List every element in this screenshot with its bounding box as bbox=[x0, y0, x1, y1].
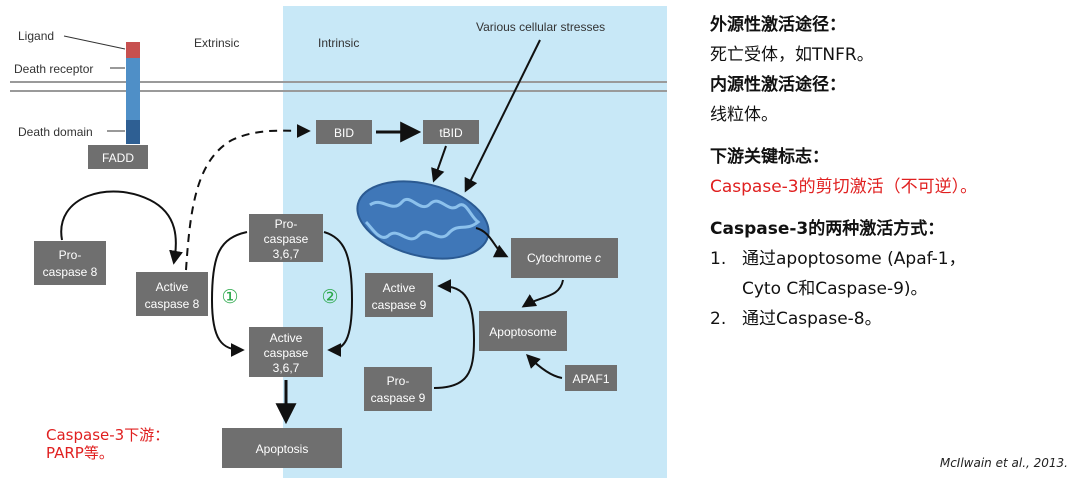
method-2-number: 2. bbox=[710, 309, 727, 329]
active-caspase8-line1: Active bbox=[156, 280, 189, 294]
arrow-cytc-to-apoptosome bbox=[521, 279, 564, 308]
downstream-note-line1: Caspase-3下游： bbox=[46, 426, 170, 444]
ligand-shape bbox=[126, 42, 140, 58]
arrow-pathway1 bbox=[210, 231, 248, 357]
ligand-label: Ligand bbox=[18, 29, 54, 43]
active-caspase9-line1: Active bbox=[383, 281, 416, 295]
downstream-note-line2: PARP等。 bbox=[46, 444, 114, 462]
intrinsic-title: 内源性激活途径： bbox=[710, 75, 846, 95]
extrinsic-text: 死亡受体，如TNFR。 bbox=[710, 45, 874, 65]
cytochrome-c-box: Cytochrome c bbox=[511, 238, 618, 278]
arrows bbox=[60, 39, 564, 425]
active-caspase367-box: Active caspase 3,6,7 bbox=[249, 327, 323, 377]
method-item-2: 2. 通过Caspase-8。 bbox=[710, 304, 1075, 334]
active-caspase9-line2: caspase 9 bbox=[372, 298, 427, 312]
procaspase9-line2: caspase 9 bbox=[371, 391, 426, 405]
fadd-label: FADD bbox=[102, 151, 134, 165]
procaspase367-line1: Pro- bbox=[275, 217, 298, 231]
active-caspase8-line2: caspase 8 bbox=[145, 297, 200, 311]
method-1-number: 1. bbox=[710, 249, 727, 269]
apoptosome-label: Apoptosome bbox=[489, 325, 557, 339]
marker-title: 下游关键标志： bbox=[710, 147, 829, 167]
arrow-pathway2 bbox=[323, 231, 354, 357]
tbid-box: tBID bbox=[423, 120, 479, 144]
active-caspase367-line3: 3,6,7 bbox=[273, 361, 300, 375]
procaspase367-box: Pro- caspase 3,6,7 bbox=[249, 214, 323, 262]
procaspase8-line2: caspase 8 bbox=[43, 265, 98, 279]
arrow-procaspase8-to-active8 bbox=[60, 190, 183, 265]
death-domain-shape bbox=[126, 120, 140, 144]
arrow-apaf1-to-apoptosome bbox=[526, 354, 563, 379]
method-1-line2: Cyto C和Caspase-9)。 bbox=[742, 279, 928, 299]
apaf1-box: APAF1 bbox=[565, 365, 617, 391]
procaspase9-line1: Pro- bbox=[387, 374, 410, 388]
active-caspase9-box: Active caspase 9 bbox=[365, 273, 433, 317]
arrow-mito-to-cytc bbox=[475, 227, 509, 258]
pathway-marker-1: ① bbox=[221, 287, 238, 308]
procaspase8-line1: Pro- bbox=[59, 248, 82, 262]
extrinsic-title: 外源性激活途径： bbox=[710, 15, 846, 35]
bid-label: BID bbox=[334, 126, 354, 140]
mitochondrion-icon bbox=[356, 180, 490, 260]
death-receptor-label: Death receptor bbox=[14, 62, 93, 76]
bid-box: BID bbox=[316, 120, 372, 144]
downstream-note: Caspase-3下游： PARP等。 bbox=[46, 426, 169, 462]
citation: McIlwain et al., 2013. bbox=[939, 456, 1068, 470]
apoptosis-box: Apoptosis bbox=[222, 428, 342, 468]
procaspase367-line2: caspase bbox=[264, 232, 309, 246]
method-1-line1: 通过apoptosome (Apaf-1， bbox=[742, 249, 966, 269]
notes-panel: 外源性激活途径： 死亡受体，如TNFR。 内源性激活途径： 线粒体。 下游关键标… bbox=[710, 10, 1075, 334]
procaspase367-line3: 3,6,7 bbox=[273, 247, 300, 261]
active-caspase367-line1: Active bbox=[270, 331, 303, 345]
active-caspase8-box: Active caspase 8 bbox=[136, 272, 208, 316]
intrinsic-label: Intrinsic bbox=[318, 36, 359, 50]
tbid-label: tBID bbox=[439, 126, 463, 140]
arrow-stresses-to-mito bbox=[464, 39, 541, 193]
method-item-1: 1. 通过apoptosome (Apaf-1， Cyto C和Caspase-9… bbox=[710, 244, 1075, 304]
apoptosome-box: Apoptosome bbox=[479, 311, 567, 351]
apoptosis-label: Apoptosis bbox=[256, 442, 309, 456]
methods-title: Caspase-3的两种激活方式： bbox=[710, 219, 945, 239]
death-receptor-shape bbox=[126, 58, 140, 120]
methods-list: 1. 通过apoptosome (Apaf-1， Cyto C和Caspase-9… bbox=[710, 244, 1075, 334]
apaf1-label: APAF1 bbox=[572, 372, 609, 386]
pathway-marker-2: ② bbox=[321, 287, 338, 308]
ligand-leader bbox=[63, 35, 126, 50]
arrow-procaspase9-to-active9 bbox=[433, 279, 476, 389]
arrow-tbid-to-mito bbox=[431, 145, 447, 183]
arrow-caspase8-to-bid bbox=[185, 123, 311, 271]
stresses-label: Various cellular stresses bbox=[476, 20, 605, 34]
intrinsic-text: 线粒体。 bbox=[710, 105, 778, 125]
procaspase9-box: Pro- caspase 9 bbox=[364, 367, 432, 411]
marker-text: Caspase-3的剪切激活（不可逆）。 bbox=[710, 177, 978, 197]
active-caspase367-line2: caspase bbox=[264, 346, 309, 360]
cytochrome-c-label: Cytochrome c bbox=[527, 251, 601, 265]
death-domain-label: Death domain bbox=[18, 125, 93, 139]
method-2-line1: 通过Caspase-8。 bbox=[742, 309, 882, 329]
extrinsic-label: Extrinsic bbox=[194, 36, 239, 50]
procaspase8-box: Pro- caspase 8 bbox=[34, 241, 106, 285]
fadd-box: FADD bbox=[88, 145, 148, 169]
